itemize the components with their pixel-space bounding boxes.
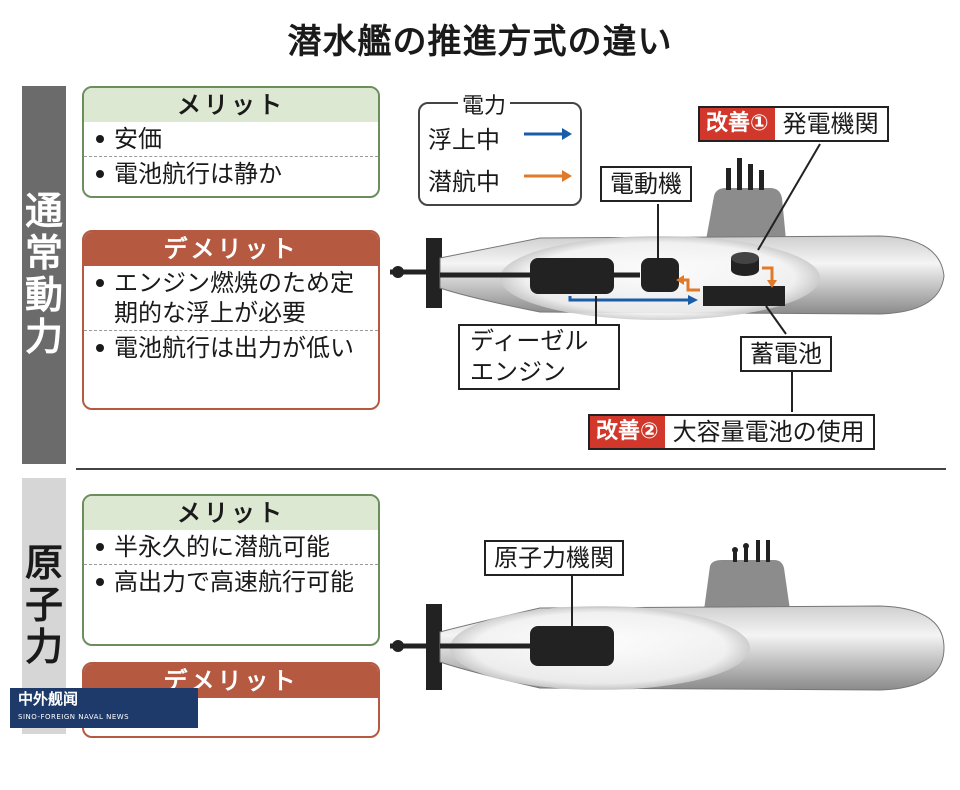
mast <box>756 540 760 562</box>
leader-line-generator <box>757 143 821 251</box>
legend-submerged-arrow-icon <box>524 170 572 182</box>
rudder <box>426 604 442 690</box>
legend-title: 電力 <box>458 88 511 120</box>
battery <box>703 286 785 306</box>
big-battery-label: 大容量電池の使用 <box>672 418 865 446</box>
side-bar-char: 力 <box>24 624 63 669</box>
demerit-item: 電池航行は出力が低い <box>84 331 378 365</box>
demerit-item: エンジン燃焼のため定期的な浮上が必要 <box>84 266 378 331</box>
page-title: 潜水艦の推進方式の違い <box>287 22 673 62</box>
sail <box>704 560 790 610</box>
side-bar-char: 力 <box>24 314 63 359</box>
merit-item: 安価 <box>84 122 378 157</box>
mast <box>759 170 764 190</box>
demerit-heading: デメリット <box>84 232 378 266</box>
merit-item: 高出力で高速航行可能 <box>84 565 378 599</box>
improve2-callout: 改善② 大容量電池の使用 <box>588 414 875 450</box>
legend-submerged-label: 潜航中 <box>428 168 500 196</box>
generator-label: 発電機関 <box>782 110 879 138</box>
propeller-hub <box>392 640 404 652</box>
merit-heading: メリット <box>84 496 378 530</box>
side-bar-char: 動 <box>24 273 63 317</box>
diesel-label: ディーゼルエンジン <box>458 324 620 390</box>
motor <box>641 258 679 292</box>
watermark-sub: SINO-FOREIGN NAVAL NEWS <box>18 713 130 721</box>
leader-line-battery <box>765 305 787 335</box>
watermark-name: 中外舰闻 <box>18 690 79 708</box>
generator-flow-arrowhead <box>767 280 777 288</box>
mast <box>744 546 748 562</box>
rudder <box>426 238 442 308</box>
section-divider <box>76 468 946 470</box>
improve1-tag: 改善① <box>700 108 775 140</box>
submerged-flow-arrowhead <box>676 275 684 285</box>
reactor-label: 原子力機関 <box>484 540 624 576</box>
sail <box>706 188 786 240</box>
side-bar-char: 常 <box>24 231 63 276</box>
battery-label: 蓄電池 <box>740 336 832 372</box>
generator <box>731 252 759 264</box>
conventional-demerit-box: デメリット エンジン燃焼のため定期的な浮上が必要 電池航行は出力が低い <box>82 230 380 410</box>
nuclear-submarine <box>390 540 945 691</box>
legend-surface-arrow-icon <box>524 128 572 140</box>
side-bar-char: 原 <box>24 541 63 586</box>
surface-flow-arrowhead <box>688 295 698 305</box>
improve2-tag: 改善② <box>590 416 665 448</box>
legend-surface: 浮上中 <box>428 120 500 155</box>
mast <box>743 543 749 549</box>
mast <box>748 164 753 190</box>
conventional-merit-box: メリット 安価 電池航行は静か <box>82 86 380 198</box>
conventional-submarine <box>390 143 945 412</box>
submerged-flow-arrow <box>682 278 700 292</box>
watermark-logo: 中外舰闻 SINO-FOREIGN NAVAL NEWS <box>10 688 198 728</box>
motor-label: 電動機 <box>600 166 692 202</box>
side-bar-char: 通 <box>24 189 63 234</box>
merit-item: 半永久的に潜航可能 <box>84 530 378 565</box>
mast <box>732 547 738 553</box>
improve1-callout: 改善① 発電機関 <box>698 106 889 142</box>
surface-flow-arrow <box>568 296 690 302</box>
side-bar-char: 子 <box>24 583 63 628</box>
legend-surface-label: 浮上中 <box>428 126 500 154</box>
merit-item: 電池航行は静か <box>84 157 378 191</box>
mast <box>726 168 731 190</box>
mast <box>733 550 737 562</box>
diesel-engine <box>530 258 614 294</box>
propeller-hub <box>392 266 404 278</box>
legend-submerged: 潜航中 <box>428 162 500 197</box>
generator-flow-arrow <box>762 266 774 282</box>
side-bar-conventional: 通 常 動 力 <box>22 86 66 464</box>
nuclear-merit-box: メリット 半永久的に潜航可能 高出力で高速航行可能 <box>82 494 380 646</box>
mast <box>766 540 770 562</box>
reactor <box>530 626 614 666</box>
merit-heading: メリット <box>84 88 378 122</box>
mast <box>737 158 742 190</box>
